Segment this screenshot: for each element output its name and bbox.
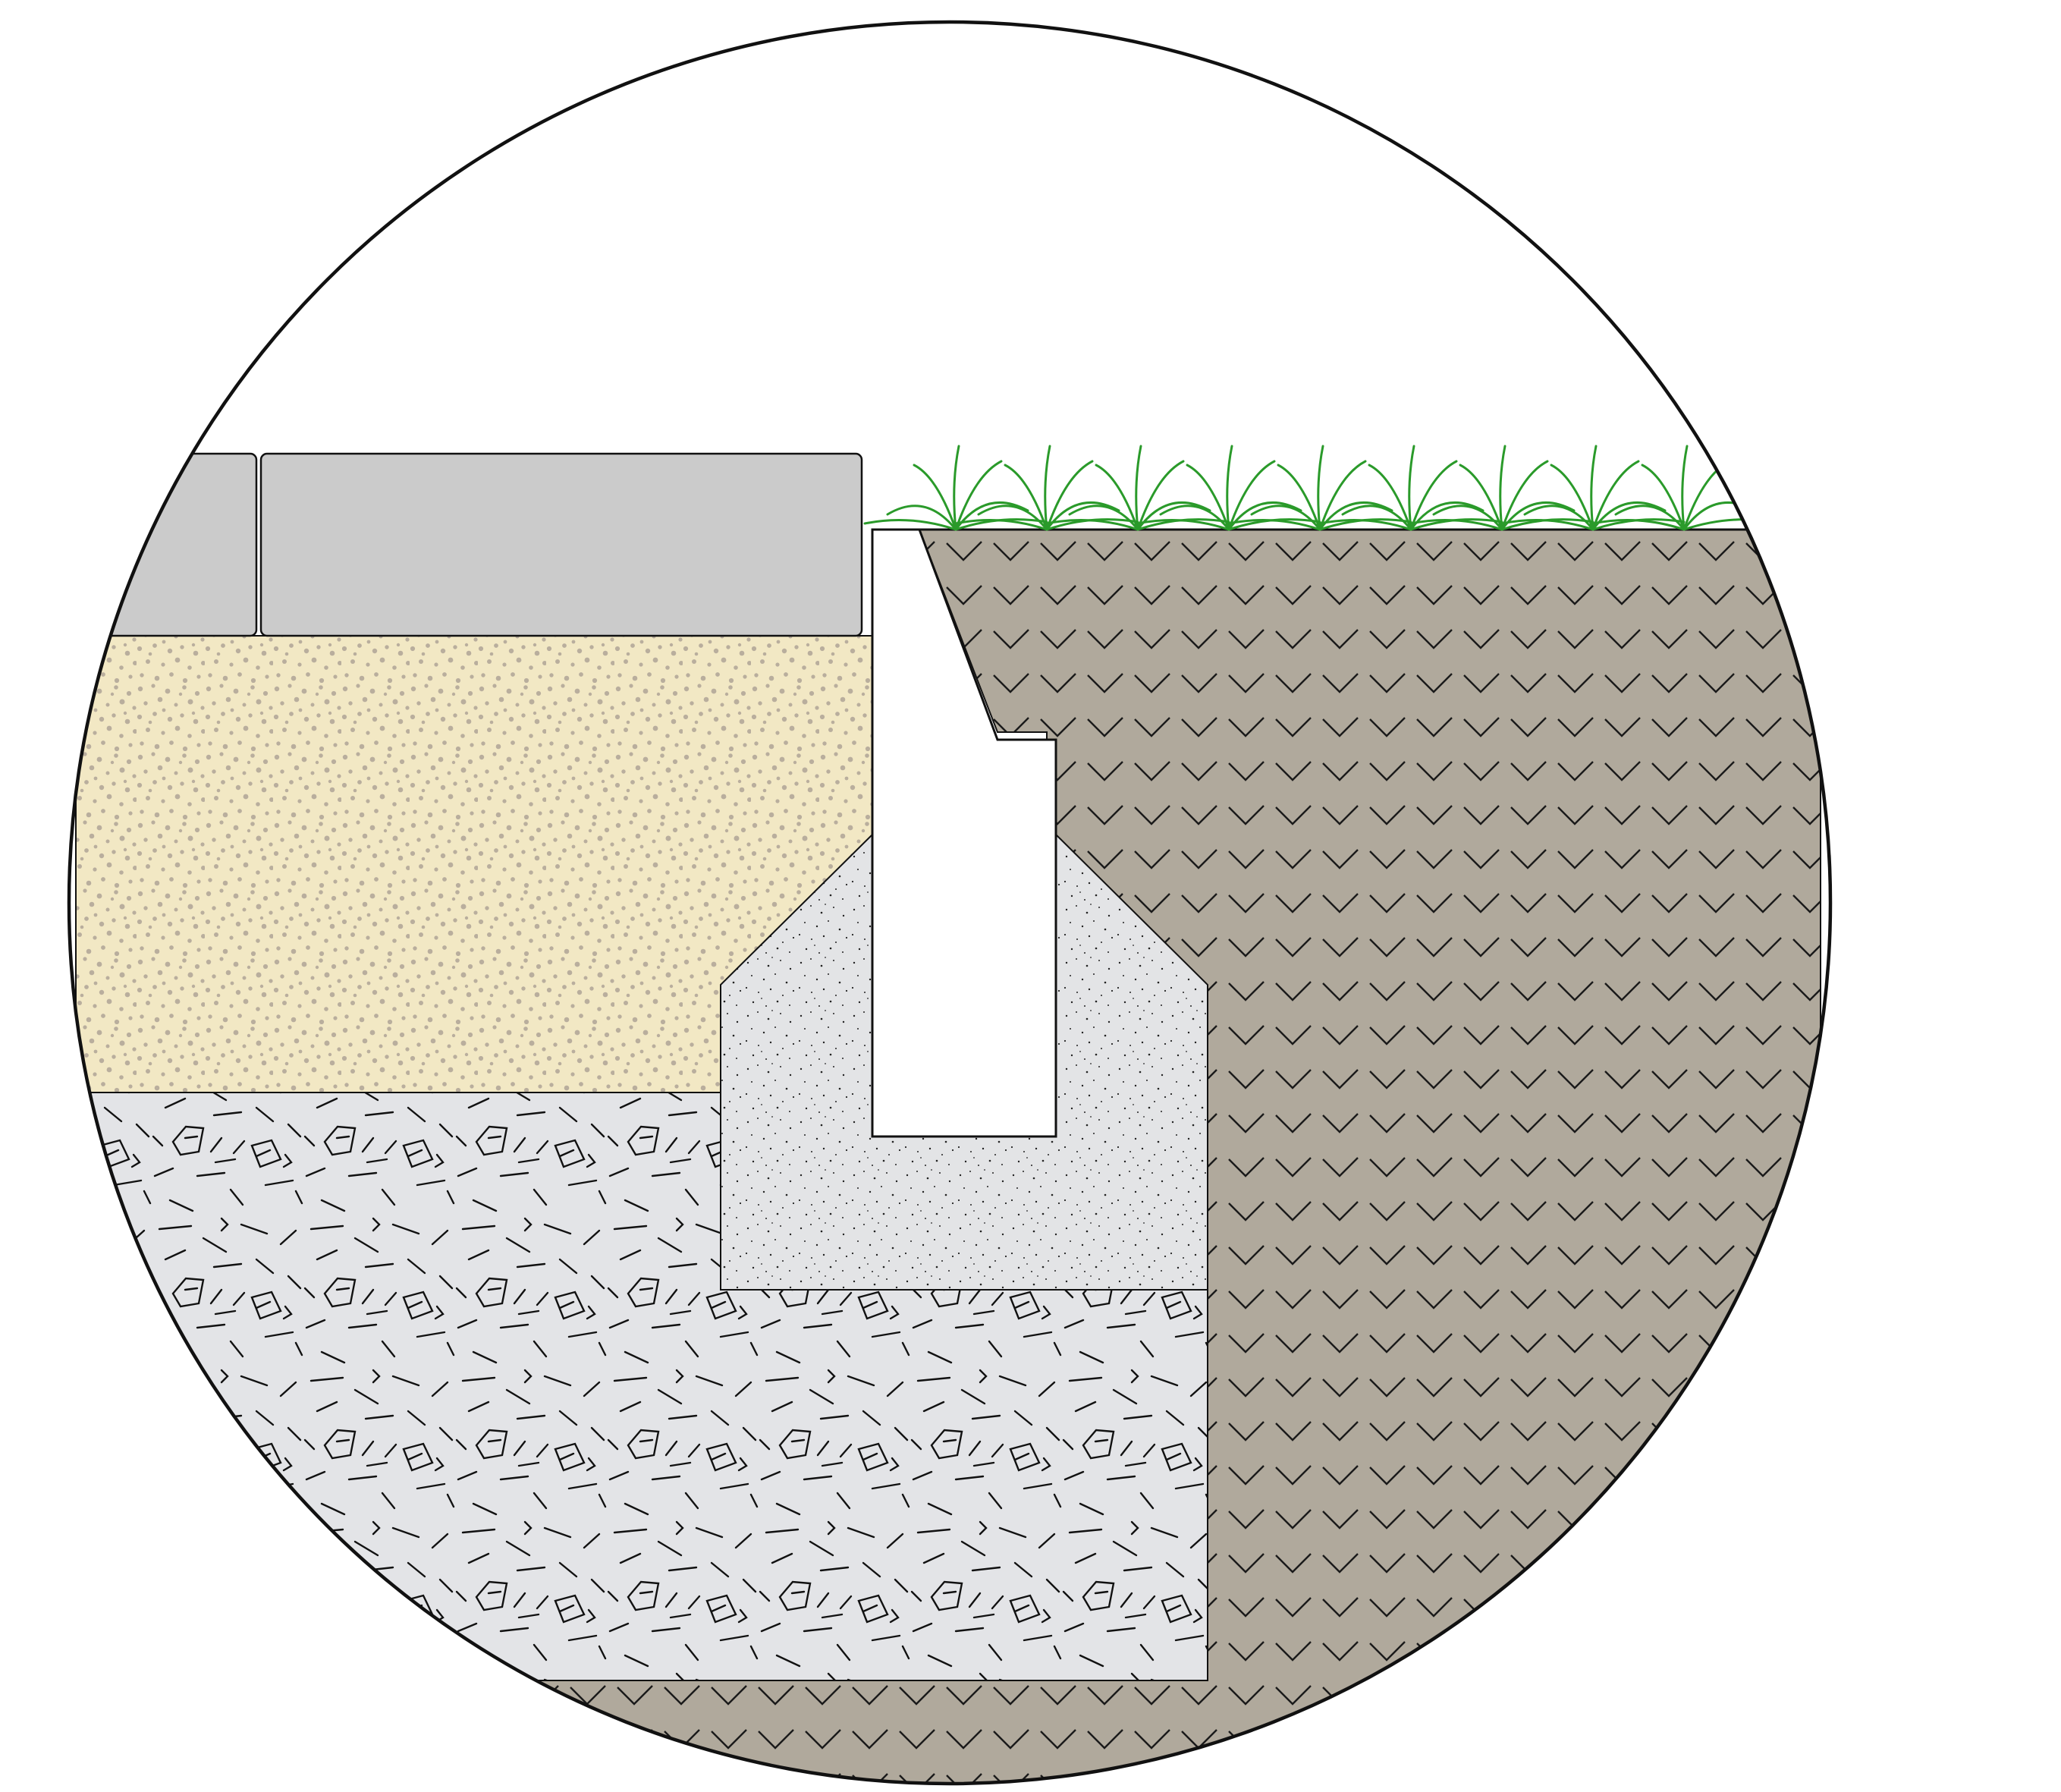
grass-tuft	[954, 445, 1139, 531]
gravel-notch-left-lower	[76, 1540, 273, 1680]
grass-tuft	[1591, 445, 1777, 531]
grass-tuft	[1500, 445, 1686, 531]
grass-tuft	[1045, 445, 1230, 531]
paving-slab-main	[259, 452, 863, 637]
section-layers	[74, 445, 1821, 1784]
grass-tufts	[863, 445, 1777, 531]
grass-tuft	[1409, 445, 1594, 531]
grass-tuft	[1227, 445, 1412, 531]
grass-tuft	[1136, 445, 1321, 531]
gravel-soil-notches	[76, 1540, 273, 1680]
grass-tuft	[1318, 445, 1503, 531]
grass-tuft	[863, 445, 1048, 531]
detail-bubble-outline	[67, 20, 1833, 1786]
paving-slab-left	[74, 452, 258, 637]
